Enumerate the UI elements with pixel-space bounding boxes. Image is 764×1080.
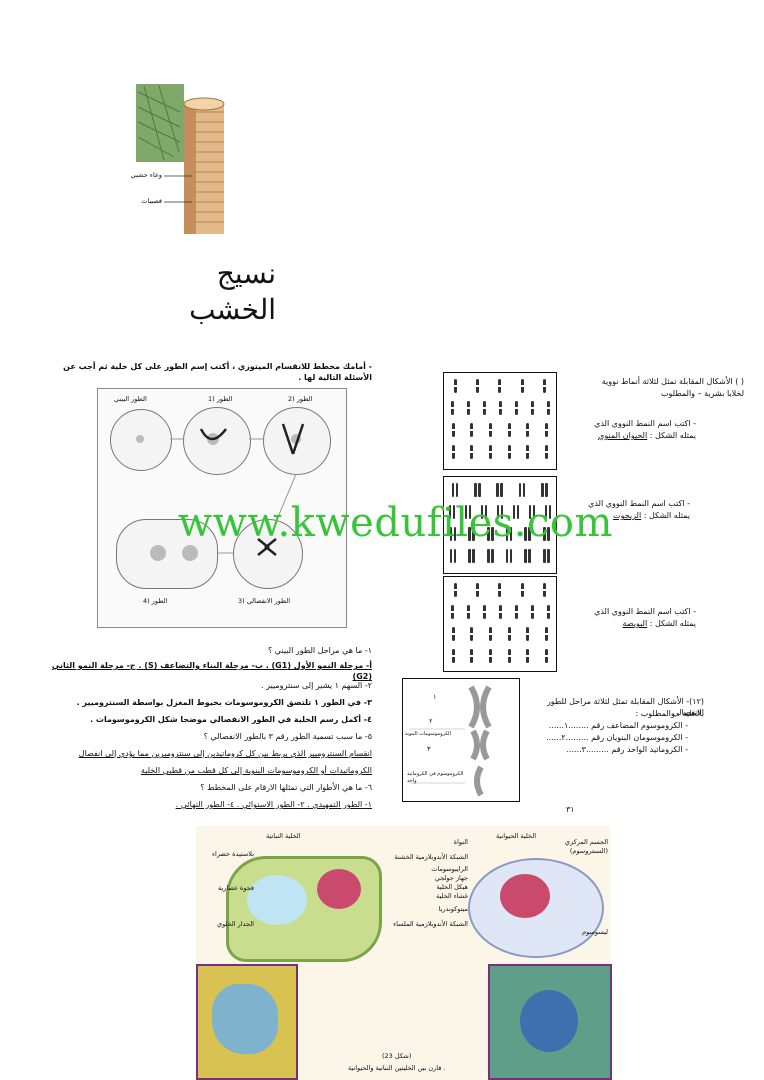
karyotype-qb-prompt: يمثله الشكل : (643, 511, 690, 520)
karyotype-intro-1: ( ) الأشكال المقابلة تمثل لثلاثة أنماط ن… (601, 377, 744, 386)
karyotype-box-2 (443, 476, 557, 574)
animal-cell-title: الخلية الحيوانية (496, 832, 537, 840)
label-cell-membrane: غشاء الخلية (436, 892, 468, 900)
plant-cell-title: الخلية النباتية (266, 832, 301, 840)
animal-nucleus (500, 874, 550, 918)
stage-label-1: 1) الطور (208, 395, 233, 403)
stage-label-interphase: الطور البيني (114, 395, 147, 403)
chromosome-fig-label-5: الكروموسوم في الكروماتيد واحد (407, 771, 464, 784)
chromosome-fig-label-4: الكروموسومات البنوية (405, 731, 451, 737)
plant-vacuole (247, 875, 307, 925)
karyotype-intro-2: لخلايا بشرية – والمطلوب (661, 389, 744, 398)
anaphase-cell (233, 519, 303, 589)
plant-label-wall: الجدار الخلوي (217, 920, 254, 928)
figure-caption-text: قارن بين الخليتين النباتية والحيوانية . (348, 1064, 446, 1072)
karyotype-box-3 (443, 576, 557, 672)
chromosome-fig-label-3: ٣ (427, 745, 431, 753)
chromosome-item-3: - الكروماتيد الواحد رقم .........٣...... (566, 745, 688, 754)
karyotype-qc-2: يمثله الشكل : البويضة (560, 618, 696, 629)
xylem-illustration (136, 84, 225, 234)
mitosis-q4: ٤- أكمل رسم الخلية في الطور الانفصالي مو… (90, 715, 372, 724)
label-mitochondria: ميتوكوندريا (438, 905, 468, 913)
chromosome-illustration (409, 685, 492, 797)
chromosome-item-2: - الكروموسومان البنويان رقم .........٢..… (546, 733, 688, 742)
plant-label-vacuole: فجوة عصارية (217, 884, 254, 892)
chromosome-fig-label-2: ٢ (429, 717, 433, 725)
chromosome-intro-1: (١٢)- الأشكال المقابلة تمثل لثلاثة مراحل… (546, 697, 704, 717)
chromosome-figure: ١ ٢ ٣ الكروموسومات البنوية الكروموسوم في… (402, 678, 520, 802)
mitosis-q5: ٥- ما سبب تسمية الطور رقم ٣ بالطور الانف… (203, 732, 372, 741)
xylem-figure (134, 82, 254, 237)
animal-micrograph (488, 964, 612, 1080)
karyotype-qb-2: يمثله الشكل : الزيجوت (560, 510, 690, 521)
karyotype-qb-1: - اكتب اسم النمط النووي الذي (588, 499, 690, 508)
animal-cell (468, 858, 604, 958)
label-golgi: جهاز جولجي (434, 874, 468, 882)
mitosis-a5-line1: انقسام السنتروميير الذي يربط بين كل كروم… (78, 749, 372, 758)
karyotype-answer-a: الحيوان المنوي (598, 431, 648, 440)
mitosis-q2: ٢- السهم ١ يشير إلى سنتروميير . (261, 681, 372, 690)
center-labels: النواة الشبكة الأندوبلازمية الخشنة الراي… (382, 838, 468, 929)
plant-cell (226, 856, 382, 962)
mitosis-q3: ٣- في الطور ١ تلتصق الكروموسومات بخيوط ا… (76, 698, 372, 707)
stage-label-3: 3) الطور الانفصالي (238, 597, 291, 605)
karyotype-answer-b: الزيجوت (613, 511, 642, 520)
karyotype-qa-prompt: يمثله الشكل : (649, 431, 696, 440)
figure-caption-number: (شكل 23) (382, 1052, 412, 1060)
label-rough-er: الشبكة الأندوبلازمية الخشنة (394, 853, 468, 861)
karyotype-qc-prompt: يمثله الشكل : (649, 619, 696, 628)
plant-label-chloroplast: بلاستيدة خضراء (211, 850, 254, 858)
mitosis-q1: ١- ما هي مراحل الطور البيني ؟ (267, 646, 372, 655)
xylem-title: نسيج الخشب (189, 257, 276, 326)
animal-label-lysosome: ليسوسوم (582, 928, 608, 936)
label-nucleus: النواة (453, 838, 468, 846)
karyotype-qc-1: - اكتب اسم النمط النووي الذي (594, 607, 696, 616)
chromosome-intro-2: بالخلية ، والمطلوب : (635, 709, 704, 718)
telophase-cell (116, 519, 218, 589)
mitosis-arrows (136, 423, 305, 561)
xylem-vessel-label: وعاء خشبي (130, 171, 162, 179)
mitosis-diagram: الطور البيني 1) الطور 2) الطور 3) الطور … (97, 388, 347, 628)
label-smooth-er: الشبكة الأندوبلازمية الملساء (393, 920, 468, 928)
chromosome-item-1: - الكروموسوم المضاعف رقم ........١...... (548, 721, 688, 730)
chromosome-fig-label-1: ١ (433, 693, 437, 701)
watermark: www.kwedufiles.com (178, 500, 613, 546)
label-ribosomes: الرايبوسومات (431, 865, 468, 873)
mitosis-q6: ٦- ما هي الأطوار التي تمثلها الارقام على… (200, 783, 372, 792)
mitosis-a5-line2: الكروماتيدات أو الكروموسومات البنوية إلى… (140, 766, 372, 775)
label-cytoskeleton: هيكل الخلية (436, 883, 468, 891)
karyotype-box-1 (443, 372, 557, 470)
mitosis-a6: ١- الطور التمهيدي . ٢- الطور الاستوائي .… (175, 800, 372, 809)
karyotype-answer-c: البويضة (622, 619, 648, 628)
mitosis-intro: - أمامك مخطط للانقسام الميتوزي ، أكتب إس… (63, 362, 372, 382)
stage-label-4: 4) الطور (143, 597, 168, 605)
cell-comparison-figure: الخلية النباتية الخلية الحيوانية بلاستيد… (196, 826, 612, 1080)
xylem-tracheid-label: قصيبات (141, 197, 162, 205)
page-number: ٣١ (566, 805, 575, 814)
animal-label-centrosome: الجسم المركزي (السنتروسوم) (564, 838, 608, 855)
plant-nucleus (317, 869, 361, 909)
stage-label-2: 2) الطور (288, 395, 313, 403)
karyotype-qa-1: - اكتب اسم النمط النووي الذي (594, 419, 696, 428)
mitosis-a1: أ- مرحلة النمو الأول (G1) . ب- مرحلة الب… (51, 661, 372, 681)
karyotype-qa-2: يمثله الشكل : الحيوان المنوي (560, 430, 696, 441)
plant-micrograph (196, 964, 298, 1080)
